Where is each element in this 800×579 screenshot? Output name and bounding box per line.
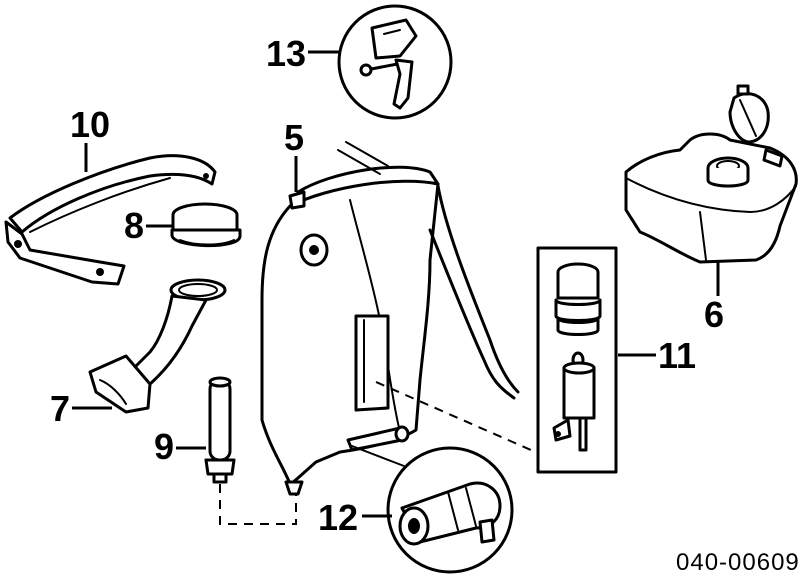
part-11-pump-kit[interactable]	[536, 246, 618, 474]
callout-12: 12	[318, 497, 358, 538]
connector-11-to-tank	[375, 381, 541, 455]
connector-9-to-tank	[219, 484, 297, 525]
part-8-seal[interactable]	[170, 202, 242, 248]
drawing-number: 040-00609	[676, 549, 800, 576]
callout-13: 13	[266, 33, 306, 74]
callout-10: 10	[70, 104, 110, 145]
callout-9: 9	[154, 426, 174, 467]
callout-6: 6	[704, 294, 724, 335]
part-10-bracket[interactable]	[4, 154, 217, 286]
callout-11: 11	[658, 335, 696, 376]
part-9-hose[interactable]	[204, 376, 236, 484]
part-5-reservoir[interactable]	[260, 141, 520, 496]
callout-7: 7	[50, 388, 70, 429]
part-12-detail[interactable]	[351, 445, 514, 574]
part-6-tank[interactable]	[624, 84, 798, 264]
part-13-detail[interactable]	[337, 4, 453, 120]
callout-5: 5	[284, 117, 304, 158]
callout-8: 8	[124, 205, 144, 246]
part-7-filler-neck[interactable]	[88, 278, 227, 414]
